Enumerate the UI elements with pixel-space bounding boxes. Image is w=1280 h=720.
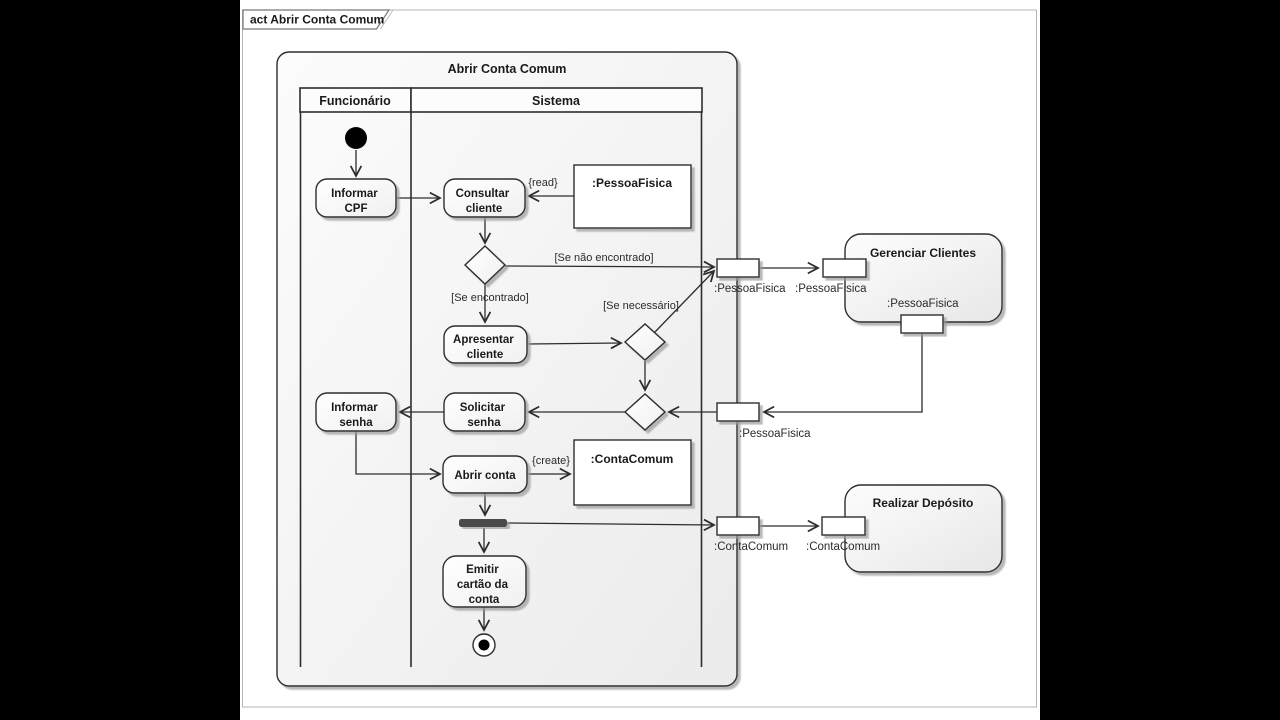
lane-header-funcionario [299,87,412,113]
activity-solicitar-senha-label: Solicitar senha [460,402,509,429]
activity-consultar-cliente-label: Consultar cliente [456,188,513,215]
diagram-tab-label: act Abrir Conta Comum [250,13,384,27]
decision-node-1 [463,245,507,285]
fork-bar [459,519,507,527]
edge-decision2-to-pin-se-necessario [653,271,714,334]
frame-pin-pessoafisica-in [716,402,760,422]
gerenciar-left-pin [822,258,867,278]
initial-node [345,127,367,149]
diagram-canvas: act Abrir Conta Comum Abrir Conta Comum … [240,0,1040,720]
activity-emitir-cartao [442,555,527,608]
guard-se-necessario: [Se necessário] [603,300,679,312]
activity-abrir-conta [442,455,528,494]
frame-pin-contacomum-out-label: :ContaComum [714,541,788,553]
guard-se-encontrado: [Se encontrado] [451,292,529,304]
frame-pin-pessoafisica-in-label: :PessoaFisica [739,428,811,440]
realizar-left-pin [821,516,866,536]
edge-informar-senha-to-abrir-conta [355,431,440,474]
diagram-name-tab [242,9,391,30]
tab-notch-line [380,9,394,30]
object-contacomum-label: :ContaComum [591,452,674,466]
activity-solicitar-senha [443,392,526,432]
stereotype-read: {read} [528,177,558,189]
frame-pin-pessoafisica-out-label: :PessoaFisica [714,283,786,295]
activity-consultar-cliente [443,178,526,218]
activity-abrir-conta-label: Abrir conta [454,470,516,482]
control-flows [355,150,923,630]
guard-se-nao-encontrado: [Se não encontrado] [554,252,653,264]
object-contacomum [573,439,692,506]
object-pessoafisica [573,164,692,229]
decision-node-2 [623,323,667,361]
lane-label-sistema: Sistema [532,94,581,108]
lane-header-sistema [410,87,703,113]
edge-fork-to-pin-contacomum [506,523,714,525]
activity-frame-title: Abrir Conta Comum [448,62,567,76]
edge-gerenciar-bottompin-to-framepin [764,333,923,412]
activity-apresentar-cliente [443,325,528,364]
edge-apresentar-to-decision2 [527,343,621,344]
object-pessoafisica-label: :PessoaFisica [592,176,672,190]
activity-informar-senha [315,392,397,432]
activity-apresentar-cliente-label: Apresentar cliente [453,334,517,361]
lane-label-funcionario: Funcionário [319,94,391,108]
decision-node-3 [623,393,667,431]
activity-emitir-cartao-label: Emitir cartão da conta [457,564,511,606]
activity-informar-senha-label: Informar senha [331,402,381,429]
frame-pin-contacomum-out [716,516,760,536]
uml-activity-diagram: act Abrir Conta Comum Abrir Conta Comum … [242,9,1037,708]
realizar-left-pin-label: :ContaComum [806,541,880,553]
gerenciar-bottom-pin [900,314,944,334]
realizar-deposito-title: Realizar Depósito [873,496,974,510]
gerenciar-clientes-title: Gerenciar Clientes [870,246,976,260]
activity-informar-cpf-label: Informar CPF [331,188,381,215]
gerenciar-left-pin-label: :PessoaFisica [795,283,867,295]
final-node-dot [478,639,490,651]
activity-informar-cpf [315,178,397,218]
edge-decision1-to-pin-nao-encontrado [504,266,714,267]
gerenciar-bottom-pin-label: :PessoaFisica [887,298,959,310]
stereotype-create: {create} [532,455,570,467]
frame-pin-pessoafisica-out [716,258,760,278]
